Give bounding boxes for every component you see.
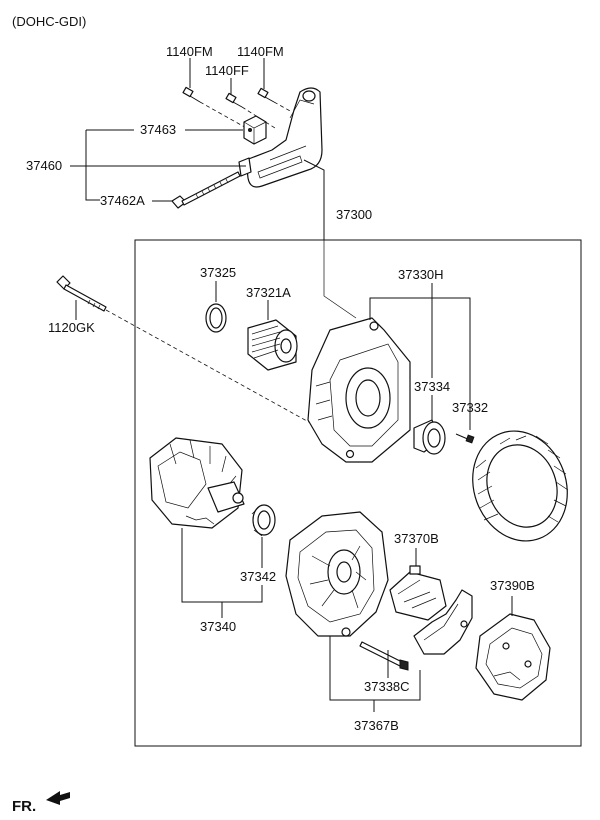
- front-housing: [307, 317, 411, 463]
- bolt-1140FM-right: [257, 87, 275, 103]
- through-bolt-1120GK: [56, 275, 107, 312]
- front-direction-label: FR.: [12, 798, 36, 815]
- adjusting-bolt-37462A: [171, 171, 241, 209]
- label-37460: 37460: [26, 158, 62, 173]
- label-37340: 37340: [200, 619, 236, 634]
- label-37300: 37300: [336, 207, 372, 222]
- label-1120GK: 1120GK: [48, 320, 95, 335]
- front-arrow-icon: [46, 791, 70, 805]
- label-1140FF: 1140FF: [205, 63, 249, 78]
- label-37367B: 37367B: [354, 718, 399, 733]
- leader-37367B: [329, 636, 421, 701]
- washer-ring-37325: [205, 303, 227, 333]
- alternator-mounting-bracket: [245, 87, 323, 188]
- bolt-1140FF: [225, 92, 243, 108]
- label-1140FM-right: 1140FM: [237, 44, 284, 59]
- adjusting-link: [238, 157, 252, 177]
- rear-housing: [285, 511, 389, 637]
- leader-37300: [303, 159, 325, 240]
- bolt-1140FM-left: [182, 86, 201, 103]
- bearing-37334: [413, 419, 446, 455]
- alternator-assembly-frame: [134, 239, 582, 747]
- label-37325: 37325: [200, 265, 236, 280]
- through-bolt-axis: [105, 309, 317, 427]
- label-1140FM-left: 1140FM: [166, 44, 213, 59]
- voltage-regulator-37370B: [389, 565, 447, 621]
- label-37338C: 37338C: [364, 679, 410, 694]
- leader-37460-bracket: [85, 130, 100, 201]
- label-37463: 37463: [140, 122, 176, 137]
- pulley-37321A: [247, 319, 298, 371]
- label-37462A: 37462A: [100, 193, 145, 208]
- label-37370B: 37370B: [394, 531, 439, 546]
- label-37332: 37332: [452, 400, 488, 415]
- label-37330H: 37330H: [398, 267, 444, 282]
- rotor-assembly: [149, 437, 245, 529]
- leader-37300-housing: [323, 240, 357, 319]
- leader-37340: [181, 528, 263, 603]
- bearing-37342: [251, 504, 276, 537]
- engine-variant-header: (DOHC-GDI): [12, 14, 86, 29]
- label-37321A: 37321A: [246, 285, 291, 300]
- brush-holder: [413, 589, 473, 655]
- leader-37330H: [369, 297, 471, 430]
- label-37334: 37334: [414, 379, 450, 394]
- label-37390B: 37390B: [490, 578, 535, 593]
- rectifier-37390B: [475, 613, 551, 701]
- adjusting-nut-37463: [243, 115, 267, 145]
- stator-winding: [472, 430, 569, 542]
- screw-37332: [455, 433, 475, 444]
- label-37342: 37342: [240, 569, 276, 584]
- bolt-37338C: [359, 641, 409, 671]
